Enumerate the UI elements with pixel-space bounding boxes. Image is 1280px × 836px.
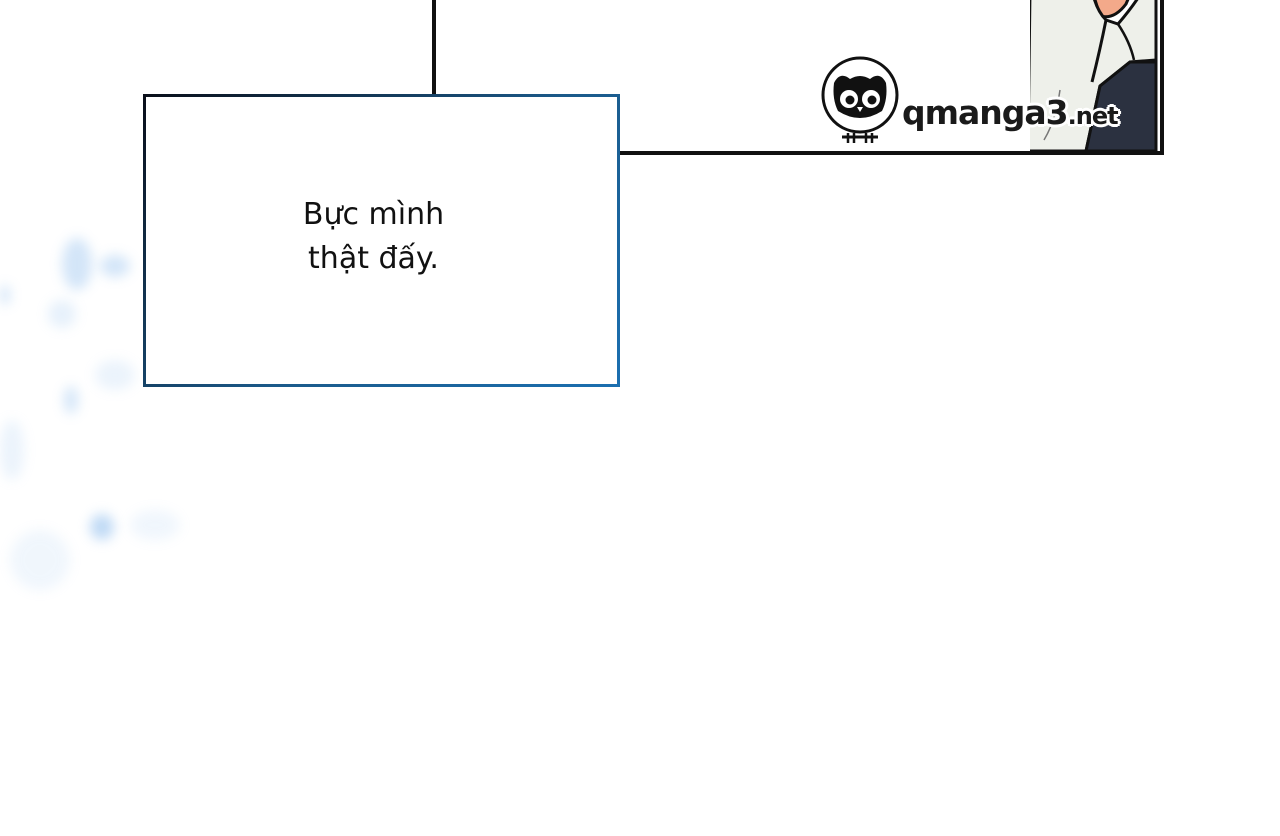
dialogue-line-1: Bực mình — [302, 196, 445, 232]
sparkle-decoration — [95, 360, 135, 390]
sparkle-decoration — [62, 238, 92, 290]
sparkle-decoration — [130, 510, 180, 540]
watermark-text: qmanga3.net — [902, 93, 1120, 134]
sparkle-decoration — [0, 285, 10, 305]
dialogue-line-2: thật đấy. — [308, 240, 439, 276]
watermark-site-name: qmanga3 — [902, 93, 1070, 132]
sparkle-decoration — [0, 420, 24, 480]
site-watermark: qmanga3.net — [820, 55, 1150, 147]
watermark-tld: .net — [1067, 102, 1119, 131]
sparkle-decoration — [10, 530, 70, 590]
dialogue-text: Bực mình thật đấy. — [303, 193, 444, 281]
owl-logo-icon — [821, 56, 899, 143]
sparkle-decoration — [64, 386, 78, 414]
sparkle-decoration — [48, 300, 76, 328]
character-artwork — [1030, 0, 1158, 151]
sparkle-decoration — [100, 255, 130, 277]
sparkle-decoration — [90, 514, 114, 540]
narration-box: Bực mình thật đấy. — [143, 94, 620, 387]
